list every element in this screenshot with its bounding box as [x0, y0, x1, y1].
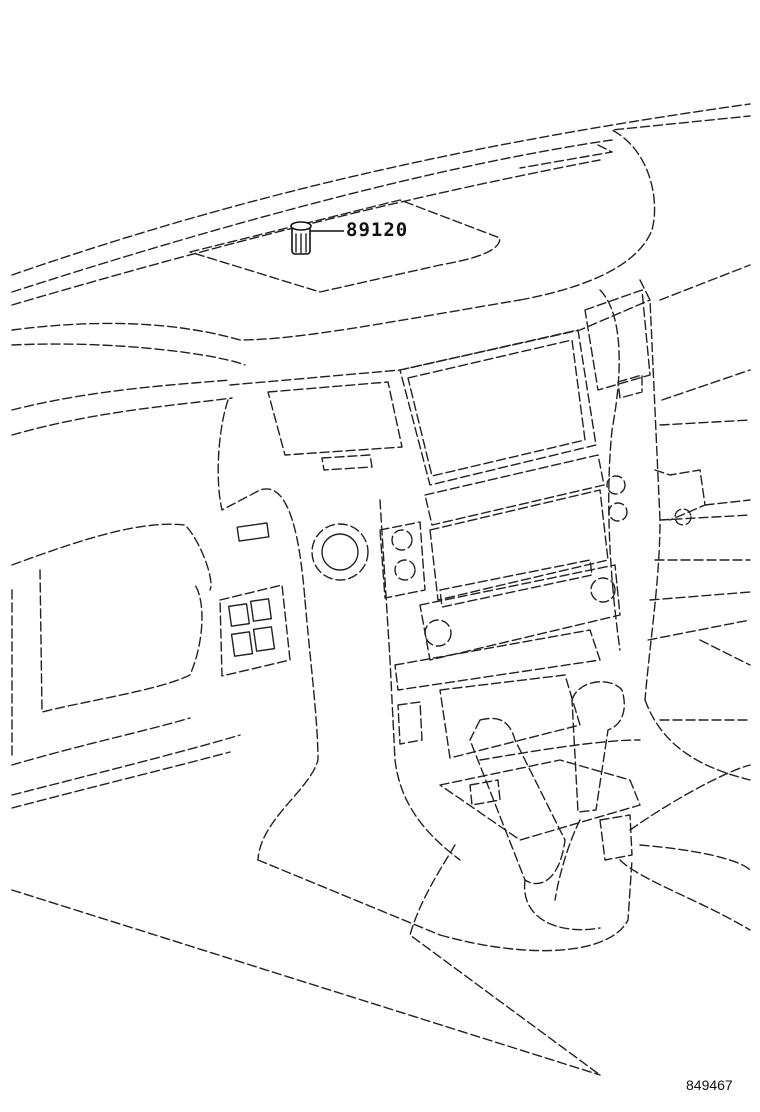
left-switch-cluster [219, 522, 291, 677]
console-knobs [311, 475, 692, 647]
diagram-reference-number: 849467 [686, 1077, 733, 1093]
part-number-label[interactable]: 89120 [346, 219, 409, 241]
display-screens [267, 289, 651, 486]
dashboard-top-outline [11, 103, 751, 366]
sensor-part-89120 [290, 221, 344, 255]
audio-hvac-panels [379, 454, 621, 691]
right-door-trim [654, 469, 751, 521]
dash-center-panel [189, 199, 501, 293]
center-console-frame [217, 264, 751, 936]
dash-left-side [11, 379, 241, 809]
lower-console-shifter [11, 674, 751, 1076]
